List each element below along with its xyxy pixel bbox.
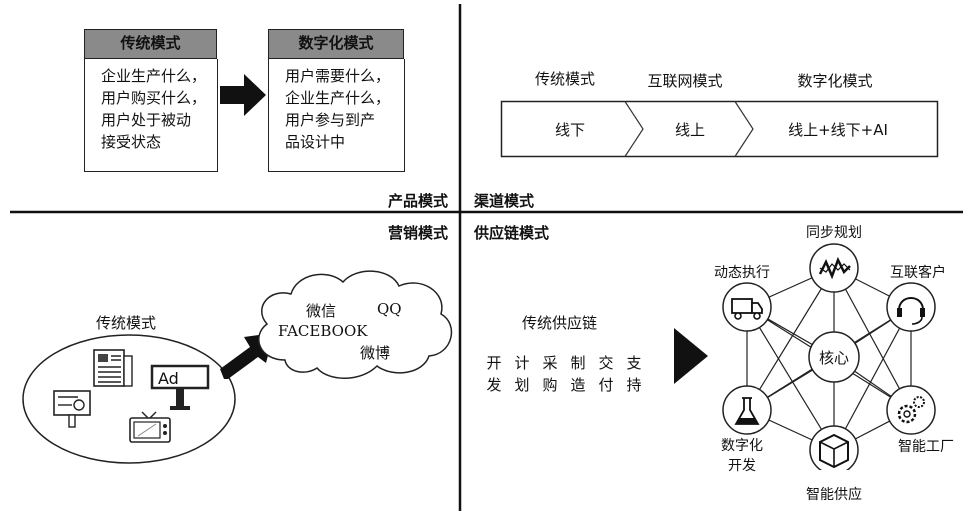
truck-icon xyxy=(731,298,753,314)
label-digital-dev-line: 数字化 xyxy=(721,438,763,454)
supply-step-char: 开 xyxy=(486,354,502,372)
supply-step-char: 采 xyxy=(542,354,558,372)
label-digital-dev: 数字化 开发 xyxy=(712,436,772,476)
chart-wave-icon xyxy=(818,256,851,280)
product-digital-line: 用户参与到产 xyxy=(285,111,376,129)
digital-supply-network: 核心 xyxy=(722,243,936,470)
product-digital-title: 数字化模式 xyxy=(268,29,404,59)
cloud-item-qq: QQ xyxy=(377,300,402,318)
supply-step-char: 购 xyxy=(542,376,558,394)
supply-traditional-label: 传统供应链 xyxy=(522,314,598,332)
headset-icon xyxy=(898,297,924,311)
node-connected-customer xyxy=(886,282,936,332)
channel-flow-bar xyxy=(500,100,939,158)
newspaper-icon xyxy=(93,349,133,387)
cloud-item-facebook: FACEBOOK xyxy=(278,322,368,340)
triangle-arrow-icon xyxy=(674,328,708,384)
product-digital-box: 用户需要什么， 企业生产什么， 用户参与到产 品设计中 xyxy=(268,59,405,172)
label-dynamic-execution: 动态执行 xyxy=(714,265,770,281)
radio-icon xyxy=(53,390,91,428)
social-media-cloud xyxy=(258,270,453,379)
supply-step-char: 发 xyxy=(486,376,502,394)
supply-step-char: 造 xyxy=(570,376,586,394)
channel-header-digital: 数字化模式 xyxy=(797,72,873,90)
channel-header-internet: 互联网模式 xyxy=(647,72,723,90)
cloud-item-wechat: 微信 xyxy=(306,302,337,320)
billboard-text: Ad xyxy=(158,369,179,388)
product-traditional-line: 接受状态 xyxy=(101,133,162,151)
product-traditional-line: 用户处于被动 xyxy=(101,111,192,129)
label-smart-supply: 智能供应 xyxy=(806,487,862,503)
marketing-traditional-label: 传统模式 xyxy=(96,314,157,332)
supply-step-char: 交 xyxy=(598,354,614,372)
quadrant-label-product: 产品模式 xyxy=(388,192,449,210)
supply-step-purchase: 采 购 xyxy=(541,352,559,396)
product-digital-line: 用户需要什么， xyxy=(285,67,391,85)
product-traditional-line: 企业生产什么， xyxy=(101,67,207,85)
product-traditional-box: 企业生产什么， 用户购买什么， 用户处于被动 接受状态 xyxy=(84,59,218,172)
channel-segment-offline: 线下 xyxy=(554,121,585,139)
product-traditional-title: 传统模式 xyxy=(84,29,217,59)
channel-segment-online: 线上 xyxy=(674,121,705,139)
label-smart-factory: 智能工厂 xyxy=(898,439,954,455)
label-sync-planning: 同步规划 xyxy=(806,225,862,241)
supply-step-char: 支 xyxy=(626,354,642,372)
supply-step-deliver: 交 付 xyxy=(597,352,615,396)
quadrant-label-supply-chain: 供应链模式 xyxy=(474,224,550,242)
supply-step-char: 计 xyxy=(514,354,530,372)
supply-step-plan: 计 划 xyxy=(513,352,531,396)
channel-segment-omni: 线上+线下+AI xyxy=(788,121,888,139)
node-core xyxy=(808,331,860,383)
supply-step-support: 支 持 xyxy=(625,352,643,396)
product-digital-line: 企业生产什么， xyxy=(285,89,391,107)
label-digital-dev-line: 开发 xyxy=(728,458,756,474)
supply-step-make: 制 造 xyxy=(569,352,587,396)
tv-icon xyxy=(129,411,171,443)
product-digital-line: 品设计中 xyxy=(285,133,346,151)
supply-step-char: 划 xyxy=(514,376,530,394)
product-traditional-line: 用户购买什么， xyxy=(101,89,207,107)
supply-step-char: 付 xyxy=(598,376,614,394)
supply-steps: 开 发 计 划 采 购 制 造 交 付 支 持 xyxy=(485,352,643,396)
quadrant-label-marketing: 营销模式 xyxy=(388,224,449,242)
supply-step-char: 持 xyxy=(626,376,642,394)
cloud-item-weibo: 微博 xyxy=(360,344,391,362)
label-connected-customer: 互联客户 xyxy=(890,265,946,281)
right-arrow-icon xyxy=(220,74,266,116)
supply-step-char: 制 xyxy=(570,354,586,372)
billboard-icon: Ad xyxy=(150,364,210,410)
quadrant-label-channel: 渠道模式 xyxy=(474,192,535,210)
core-label: 核心 xyxy=(819,349,849,367)
node-digital-dev xyxy=(722,385,772,435)
channel-header-traditional: 传统模式 xyxy=(534,70,595,88)
supply-step-dev: 开 发 xyxy=(485,352,503,396)
